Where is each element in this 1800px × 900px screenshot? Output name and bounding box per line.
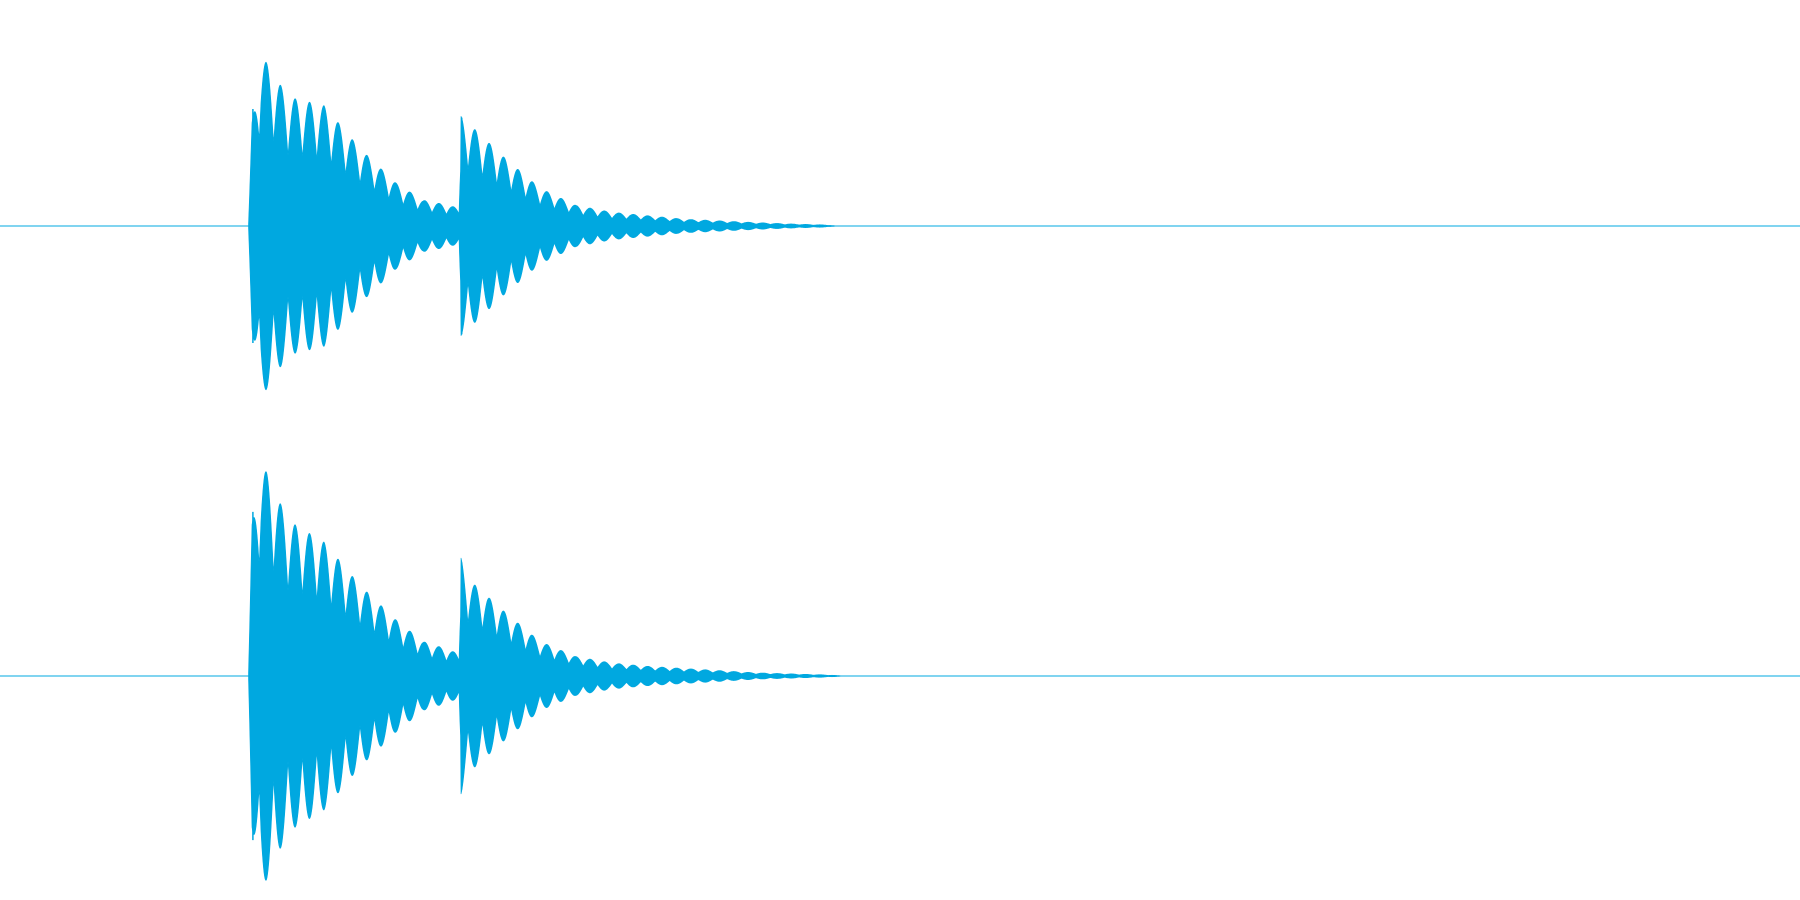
- channel-1-waveform: [0, 61, 1800, 391]
- channel-2-signal: [248, 471, 846, 881]
- channel-2-waveform: [0, 471, 1800, 881]
- channel-1-signal: [248, 61, 837, 391]
